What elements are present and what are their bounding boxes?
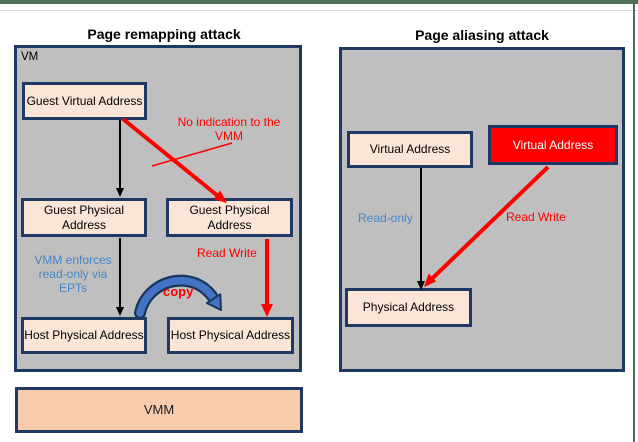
- host-physical-address-box-left: Host Physical Address: [21, 317, 147, 354]
- guest-physical-address-box-right: Guest Physical Address: [166, 198, 293, 237]
- vmm-enforces-note: VMM enforces read-only via EPTs: [34, 253, 112, 295]
- virtual-address-box-benign: Virtual Address: [347, 131, 473, 168]
- copy-label: copy: [163, 284, 194, 299]
- vmm-box: VMM: [15, 387, 303, 433]
- right-panel-title: Page aliasing attack: [415, 27, 549, 43]
- top-thin-separator-line: [0, 10, 638, 11]
- host-physical-address-box-right: Host Physical Address: [167, 317, 294, 354]
- read-write-note-right-panel: Read Write: [506, 210, 566, 224]
- physical-address-box: Physical Address: [345, 288, 472, 327]
- read-only-note: Read-only: [358, 211, 413, 225]
- right-green-border-line: [633, 0, 635, 442]
- guest-virtual-address-box: Guest Virtual Address: [22, 82, 147, 120]
- guest-physical-address-box-left: Guest Physical Address: [21, 198, 147, 237]
- vm-panel-label: VM: [21, 51, 39, 63]
- top-green-border-line: [0, 0, 638, 4]
- no-indication-note: No indication to the VMM: [177, 115, 281, 143]
- left-panel-title: Page remapping attack: [87, 26, 241, 42]
- virtual-address-box-malicious: Virtual Address: [488, 125, 618, 165]
- read-write-note-left-panel: Read Write: [197, 246, 257, 260]
